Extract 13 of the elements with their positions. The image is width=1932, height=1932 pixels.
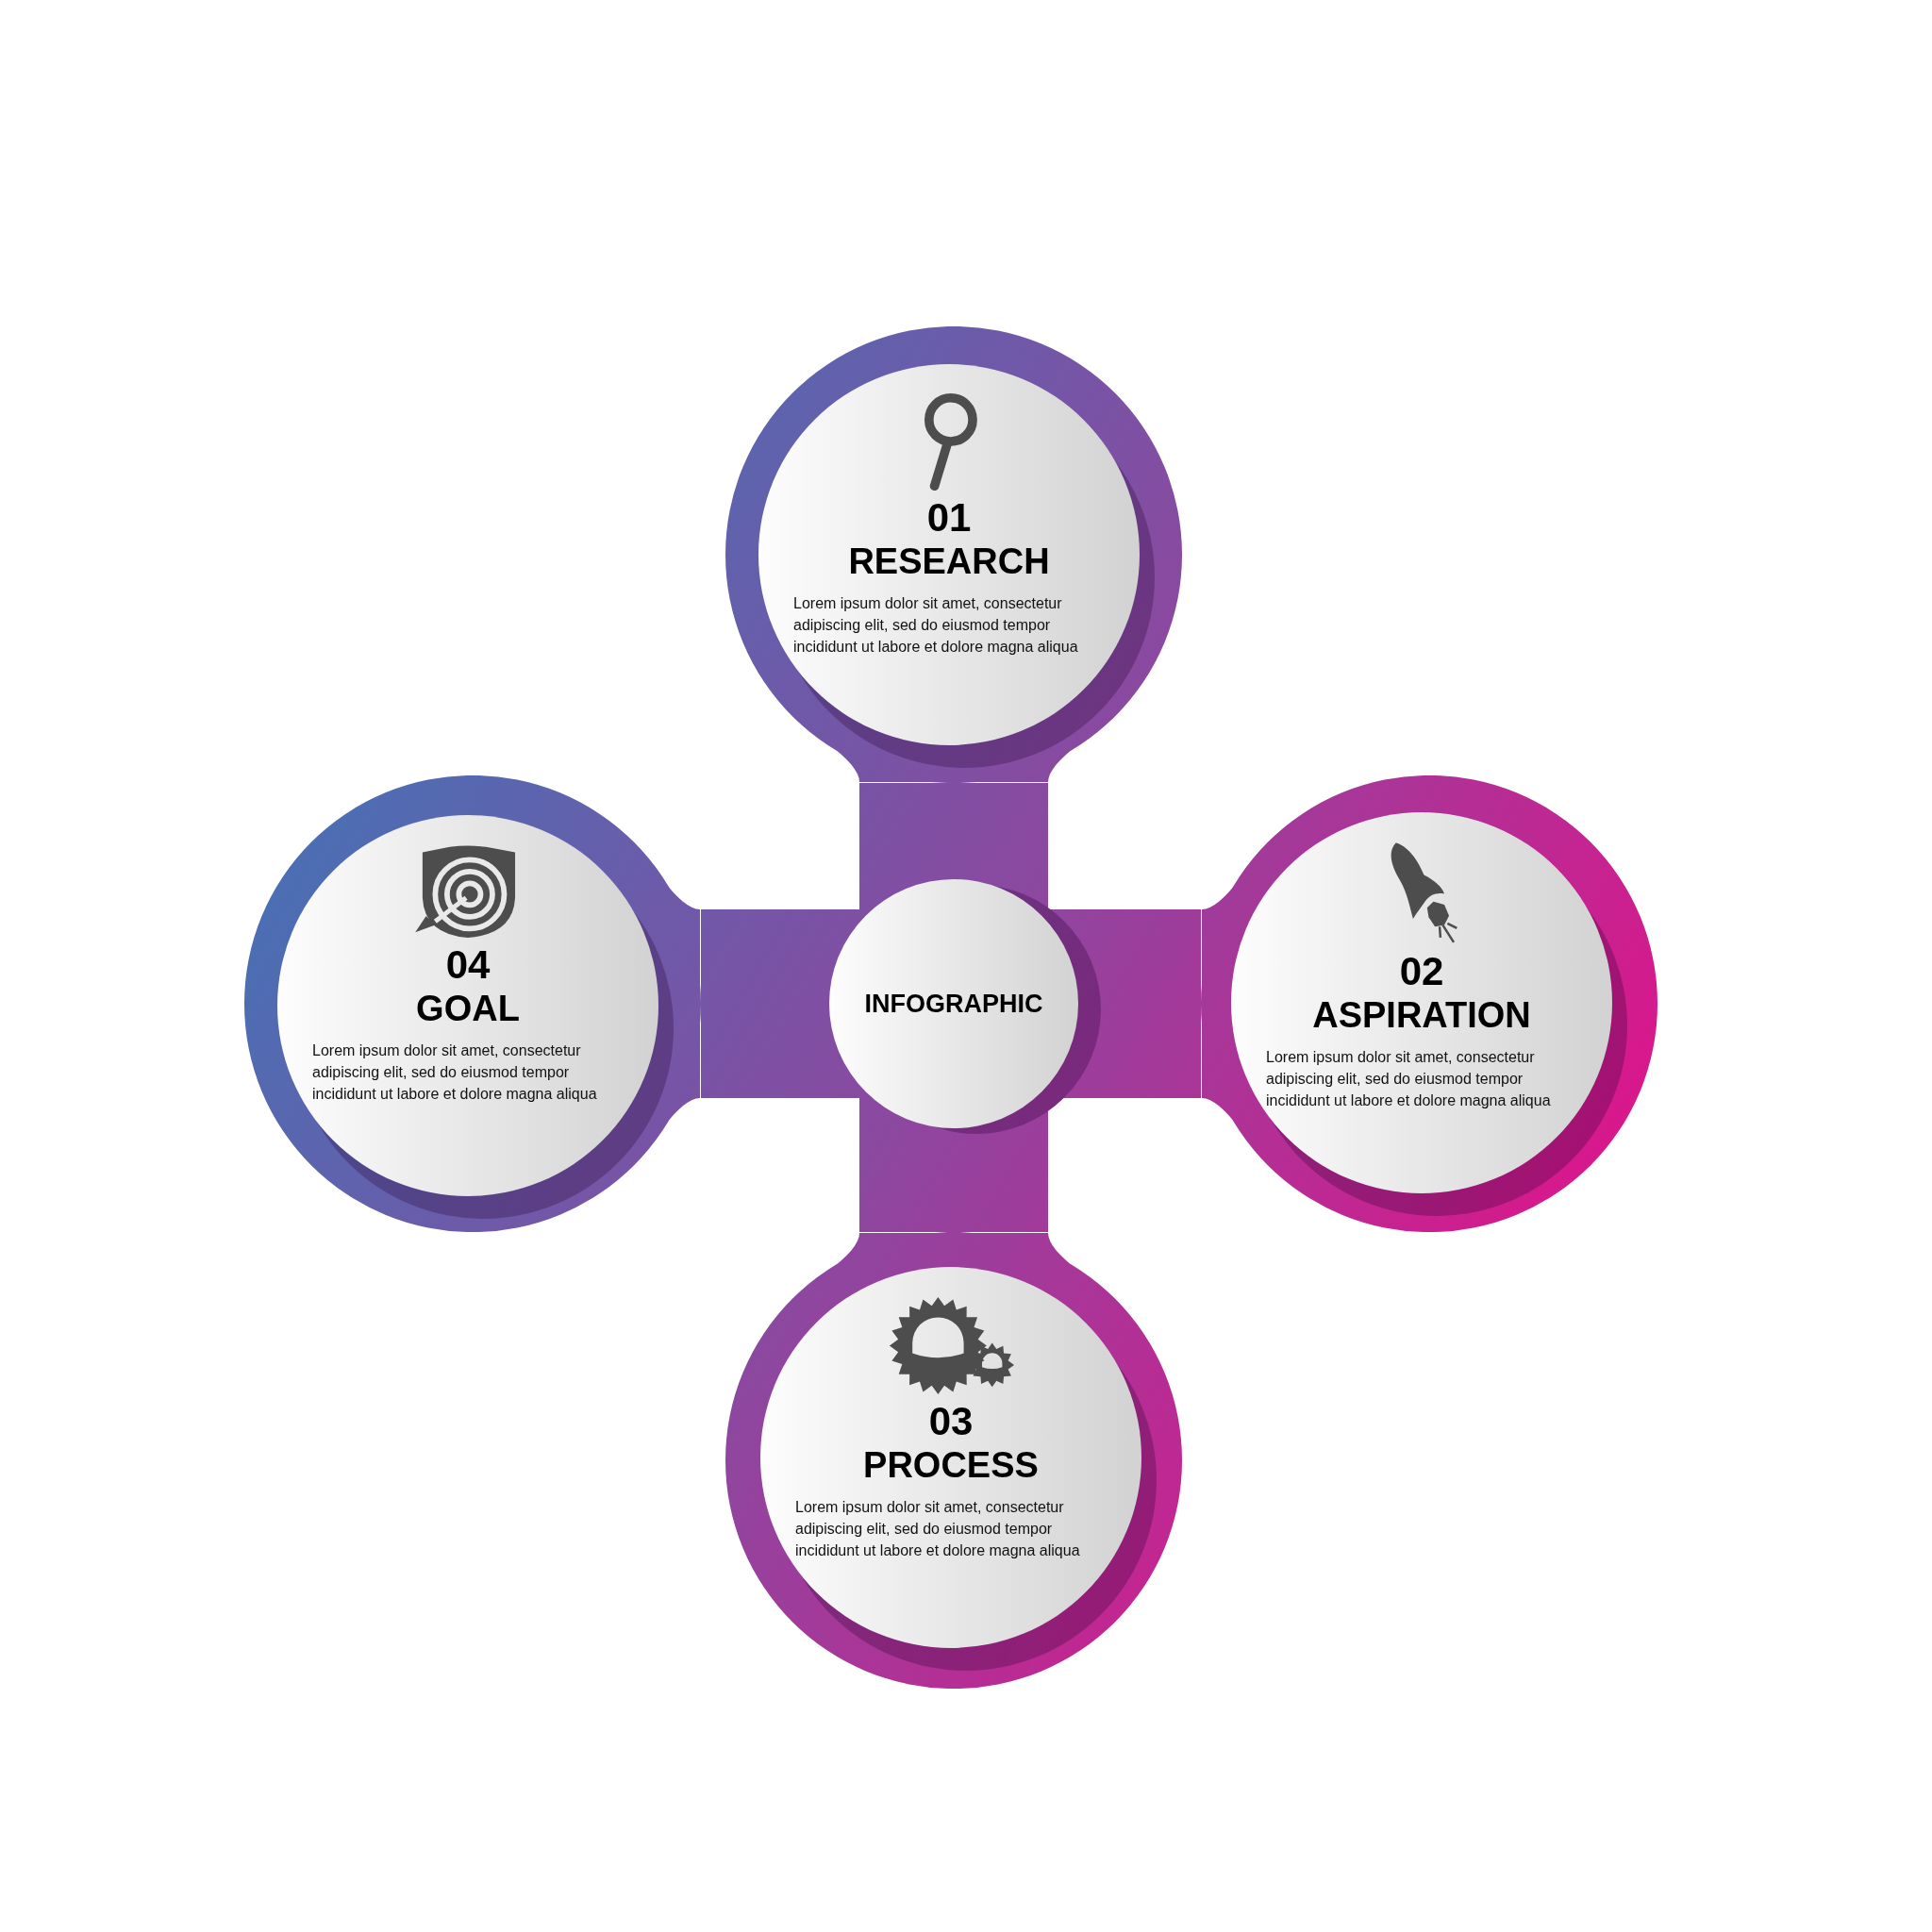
step-title: GOAL [416, 988, 520, 1030]
step-description: Lorem ipsum dolor sit amet, consectetur adipiscing elit, sed do eiusmod tempor incididunt ut labore et dolore magna aliqua [312, 1041, 598, 1104]
step-number: 04 [445, 943, 491, 987]
step-number: 01 [926, 496, 972, 540]
step-title: ASPIRATION [1312, 994, 1531, 1037]
step-description: Lorem ipsum dolor sit amet, consectetur adipiscing elit, sed do eiusmod tempor incididunt ut labore et dolore magna aliqua [1266, 1048, 1552, 1110]
step-description: Lorem ipsum dolor sit amet, consectetur adipiscing elit, sed do eiusmod tempor incididunt ut labore et dolore magna aliqua [795, 1498, 1081, 1560]
step-number: 02 [1399, 950, 1444, 993]
hub-title: INFOGRAPHIC [864, 989, 1043, 1020]
step-title: RESEARCH [848, 541, 1050, 583]
step-description: Lorem ipsum dolor sit amet, consectetur adipiscing elit, sed do eiusmod tempor incididunt ut labore et dolore magna aliqua [793, 594, 1079, 657]
step-title: PROCESS [863, 1444, 1039, 1487]
step-number: 03 [928, 1400, 974, 1443]
